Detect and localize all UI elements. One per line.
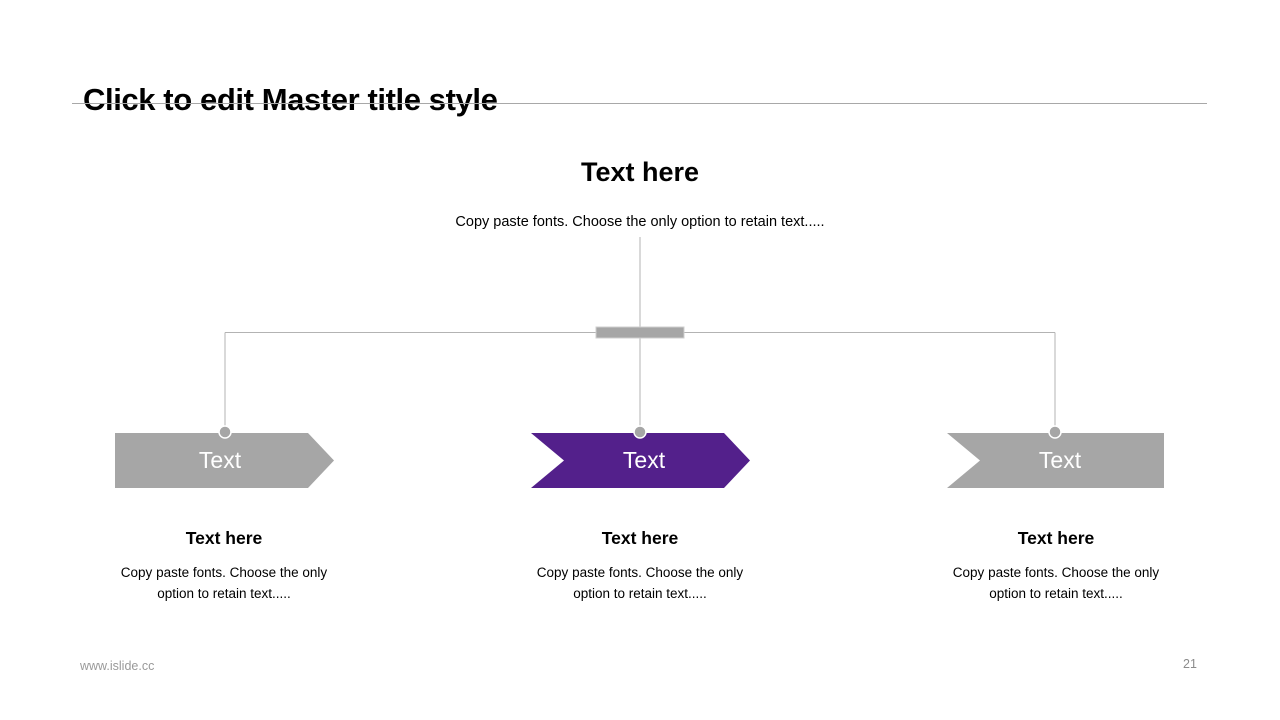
column-body-3[interactable]: Copy paste fonts. Choose the only option…: [952, 565, 1160, 601]
arrow-shape-3[interactable]: [947, 433, 1164, 488]
arrow-label-3[interactable]: Text: [1038, 447, 1082, 473]
column-heading-1[interactable]: Text here: [185, 528, 263, 548]
slide-title-placeholder[interactable]: Click to edit Master title style: [83, 81, 498, 117]
page-number: 21: [1183, 657, 1197, 671]
arrow-shape-2[interactable]: [531, 433, 750, 488]
arrow-shape-1[interactable]: [115, 433, 334, 488]
connector-dot-2: [633, 425, 647, 439]
column-body-2[interactable]: Copy paste fonts. Choose the only option…: [536, 565, 744, 601]
connector-dot-1: [218, 425, 232, 439]
center-bar-shape[interactable]: [595, 326, 685, 339]
section-subtitle[interactable]: Copy paste fonts. Choose the only option…: [455, 213, 825, 230]
title-divider-line: [72, 103, 1207, 104]
arrow-label-1[interactable]: Text: [198, 447, 242, 473]
connector-dot-3: [1048, 425, 1062, 439]
column-heading-2[interactable]: Text here: [601, 528, 679, 548]
footer-url: www.islide.cc: [80, 659, 155, 673]
section-heading[interactable]: Text here: [580, 157, 700, 188]
column-body-1[interactable]: Copy paste fonts. Choose the only option…: [120, 565, 328, 601]
arrow-label-2[interactable]: Text: [622, 447, 666, 473]
column-heading-3[interactable]: Text here: [1017, 528, 1095, 548]
